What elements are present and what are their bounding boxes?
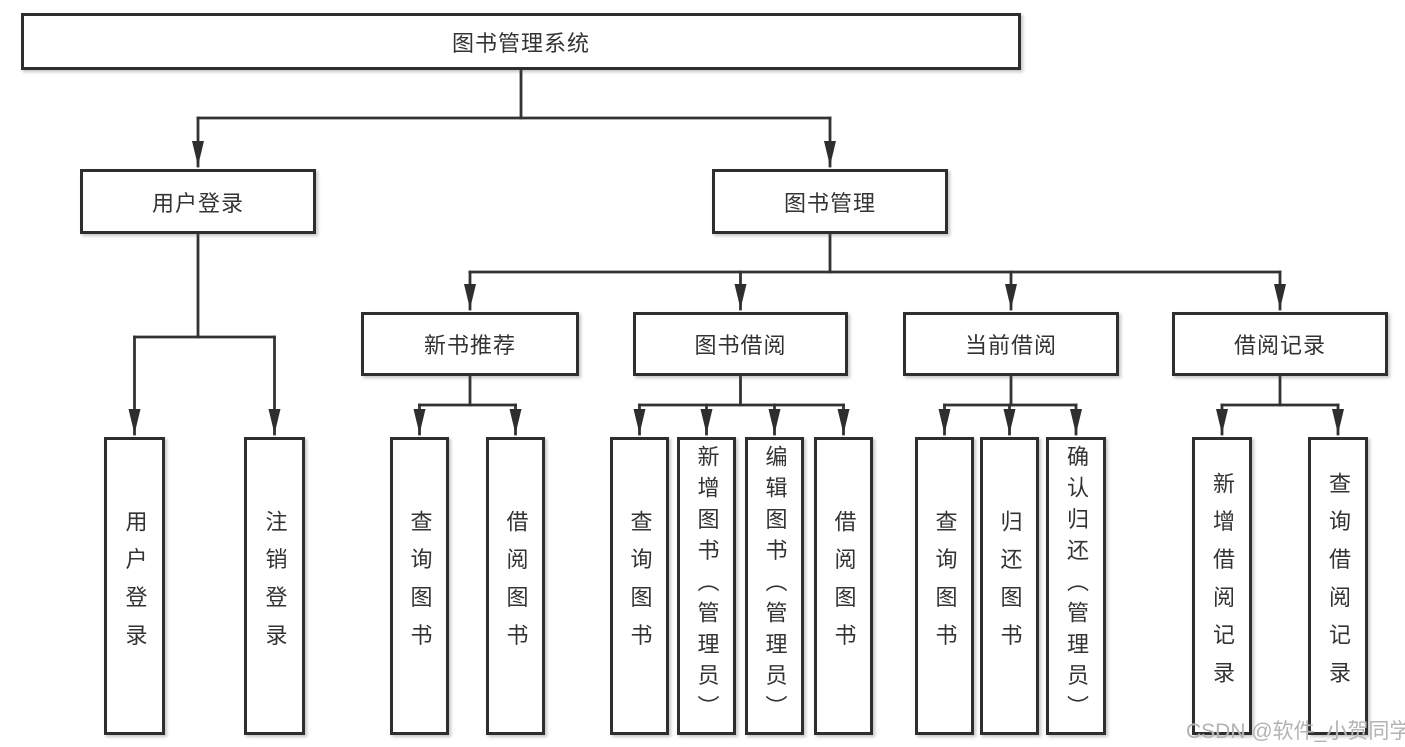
- node-label: 用户登录: [151, 190, 244, 216]
- node-new-book-recommend: 新书推荐: [361, 312, 579, 376]
- leaf-add-books-admin: 新增图书（管理员）: [677, 437, 736, 735]
- leaf-label: 新增图书（管理员）: [694, 445, 720, 727]
- leaf-borrow-books: 借阅图书: [814, 437, 873, 735]
- leaf-label: 借阅图书: [831, 510, 857, 662]
- leaf-label: 编辑图书（管理员）: [762, 445, 788, 727]
- leaf-label: 查询图书: [932, 510, 958, 662]
- leaf-label: 确认归还（管理员）: [1064, 445, 1089, 727]
- node-current-borrow: 当前借阅: [903, 312, 1119, 376]
- leaf-query-borrow-record: 查询借阅记录: [1308, 437, 1368, 735]
- leaf-add-borrow-record: 新增借阅记录: [1192, 437, 1252, 735]
- leaf-query-books: 查询图书: [610, 437, 669, 735]
- node-label: 新书推荐: [423, 333, 516, 358]
- leaf-label: 归还图书: [997, 510, 1023, 662]
- node-label: 当前借阅: [964, 333, 1057, 358]
- leaf-query-books: 查询图书: [390, 437, 449, 735]
- node-library-management-system: 图书管理系统: [21, 13, 1021, 70]
- leaf-label: 查询图书: [627, 510, 653, 662]
- leaf-label: 查询图书: [407, 510, 433, 662]
- leaf-logout: 注销登录: [244, 437, 305, 735]
- node-label: 图书管理系统: [451, 30, 590, 56]
- leaf-label: 注销登录: [262, 510, 288, 662]
- leaf-label: 新增借阅记录: [1210, 472, 1235, 700]
- leaf-label: 用户登录: [122, 510, 148, 662]
- node-book-management: 图书管理: [712, 169, 948, 234]
- leaf-borrow-books: 借阅图书: [486, 437, 545, 735]
- node-label: 图书管理: [783, 190, 876, 216]
- leaf-edit-books-admin: 编辑图书（管理员）: [745, 437, 804, 735]
- csdn-watermark: CSDN @软件_小贺同学: [1186, 720, 1405, 743]
- node-user-login: 用户登录: [80, 169, 316, 234]
- leaf-return-books: 归还图书: [980, 437, 1039, 735]
- leaf-confirm-return-admin: 确认归还（管理员）: [1046, 437, 1106, 735]
- node-book-borrow: 图书借阅: [633, 312, 848, 376]
- node-label: 借阅记录: [1233, 333, 1326, 358]
- leaf-label: 借阅图书: [503, 510, 529, 662]
- leaf-label: 查询借阅记录: [1326, 472, 1351, 700]
- node-borrow-records: 借阅记录: [1172, 312, 1388, 376]
- node-label: 图书借阅: [694, 333, 787, 358]
- leaf-user-login: 用户登录: [104, 437, 165, 735]
- leaf-query-books: 查询图书: [915, 437, 974, 735]
